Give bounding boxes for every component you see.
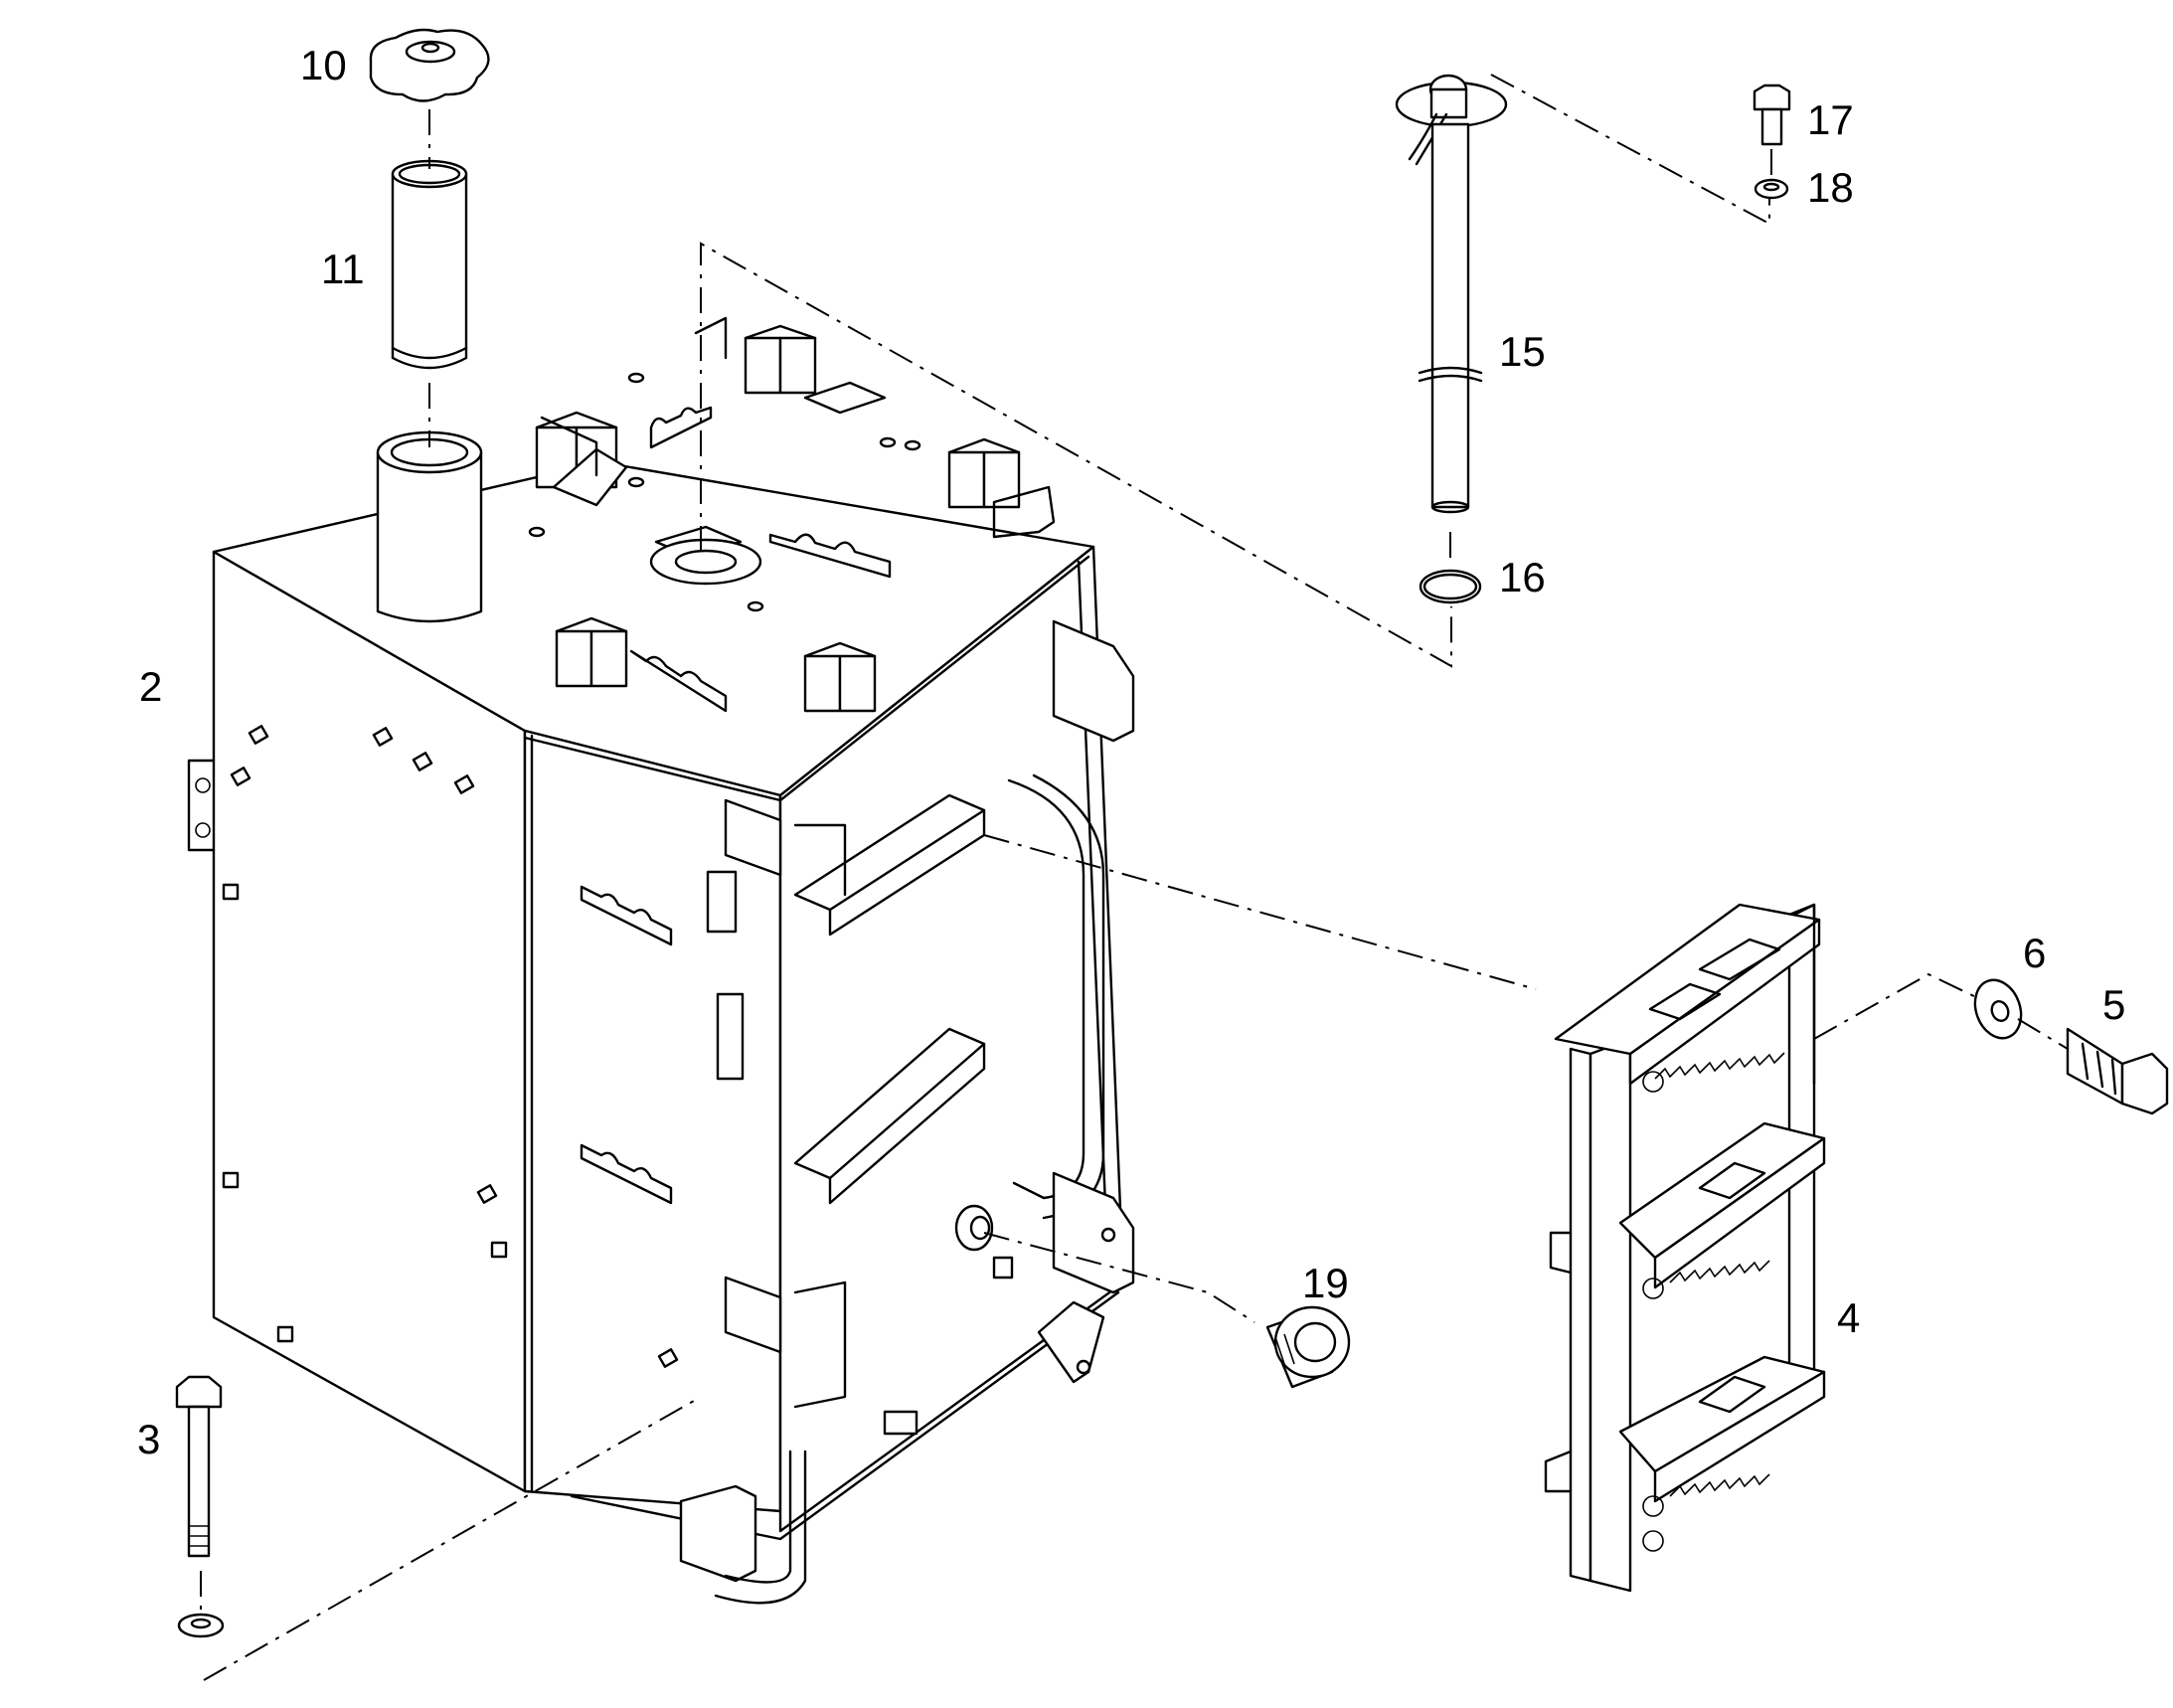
callout-5: 5 <box>2102 981 2125 1028</box>
bolt-5 <box>2066 1027 2169 1115</box>
bolt-17 <box>1753 84 1791 146</box>
callout-2: 2 <box>139 663 162 710</box>
leader-lines <box>200 74 2069 1681</box>
callout-15: 15 <box>1499 328 1546 375</box>
washer-18 <box>1754 178 1789 200</box>
drain-plug-19 <box>1265 1305 1351 1389</box>
callout-17: 17 <box>1807 96 1854 143</box>
fuel-tank <box>187 316 1135 1605</box>
callout-3: 3 <box>137 1416 160 1462</box>
callout-16: 16 <box>1499 554 1546 600</box>
callout-18: 18 <box>1807 164 1854 211</box>
step-ladder <box>1544 903 1826 1593</box>
bolt-3 <box>175 1375 223 1558</box>
callout-6: 6 <box>2023 930 2046 976</box>
callout-10: 10 <box>300 42 347 88</box>
fuel-level-sender <box>1395 74 1508 514</box>
callout-4: 4 <box>1837 1294 1860 1341</box>
washer-3 <box>177 1613 225 1638</box>
washer-6 <box>1973 978 2023 1040</box>
filler-cap <box>369 28 490 102</box>
callout-19: 19 <box>1302 1260 1349 1306</box>
callout-11: 11 <box>321 246 365 292</box>
o-ring <box>1419 569 1482 604</box>
filter-tube <box>391 159 468 370</box>
